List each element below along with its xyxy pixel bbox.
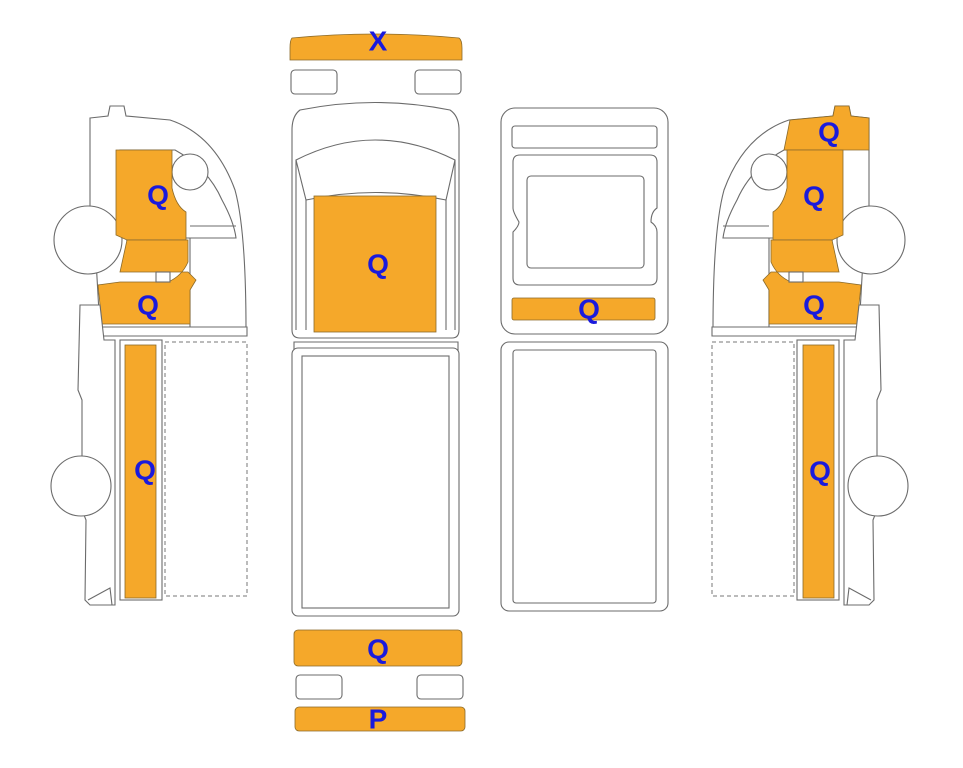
- front-bumper-code: X: [369, 26, 388, 57]
- underbed-inner: [512, 349, 657, 604]
- left-bed-dashed: [164, 341, 248, 597]
- left-fender-notch: [155, 271, 171, 283]
- rear-bumper-lower-shape[interactable]: [294, 706, 466, 732]
- left-rear-wheel: [50, 455, 112, 517]
- left-bed-side-code: Q: [134, 455, 156, 486]
- sunroof: [526, 175, 645, 269]
- left-front-door-code: Q: [147, 180, 169, 211]
- right-bed-outline: [843, 304, 882, 606]
- rear-bumper-upper-shape[interactable]: [293, 629, 463, 667]
- rear-bumper-lower-code: P: [369, 704, 388, 735]
- right-rear-wheel: [847, 455, 909, 517]
- underside-view: [500, 107, 669, 612]
- right-cab-top-shape[interactable]: [783, 105, 870, 151]
- bed-inner: [301, 355, 450, 609]
- left-rear-tip: [87, 587, 113, 606]
- top-view: [289, 33, 466, 732]
- right-pillar: [445, 160, 456, 330]
- right-headlight: [414, 69, 462, 95]
- left-taillight: [295, 674, 343, 700]
- left-headlight: [290, 69, 338, 95]
- damage-labels: X Q Q P Q Q Q Q Q Q Q Q: [134, 26, 840, 735]
- right-cab-top-code: Q: [818, 117, 840, 148]
- left-sill: [99, 326, 248, 337]
- right-mirror: [750, 153, 788, 191]
- hood-code: Q: [367, 249, 389, 280]
- left-mirror: [171, 153, 209, 191]
- front-bumper-shape[interactable]: [289, 33, 463, 61]
- hood-shape[interactable]: [313, 195, 437, 333]
- roof-cowl-code: Q: [578, 294, 600, 325]
- right-sill: [711, 326, 860, 337]
- left-pillar: [295, 160, 307, 330]
- right-front-wheel: [836, 205, 906, 275]
- roof-top-strip: [511, 125, 658, 149]
- right-taillight: [416, 674, 464, 700]
- left-front-fender-code: Q: [137, 290, 159, 321]
- right-bed-side-code: Q: [809, 456, 831, 487]
- right-side-view: [711, 105, 909, 606]
- roof-cowl-shape[interactable]: [511, 297, 656, 321]
- left-front-wheel: [53, 205, 123, 275]
- right-front-door-code: Q: [803, 181, 825, 212]
- right-bed-dashed: [711, 341, 795, 597]
- rear-bumper-upper-code: Q: [367, 634, 389, 665]
- right-bed-side-shape[interactable]: [802, 344, 835, 599]
- right-rear-tip: [846, 587, 872, 606]
- left-bed-side-shape[interactable]: [124, 344, 157, 599]
- right-front-fender-code: Q: [803, 290, 825, 321]
- left-side-view: [50, 105, 248, 606]
- right-fender-notch: [788, 271, 804, 283]
- left-bed-outline: [77, 304, 116, 606]
